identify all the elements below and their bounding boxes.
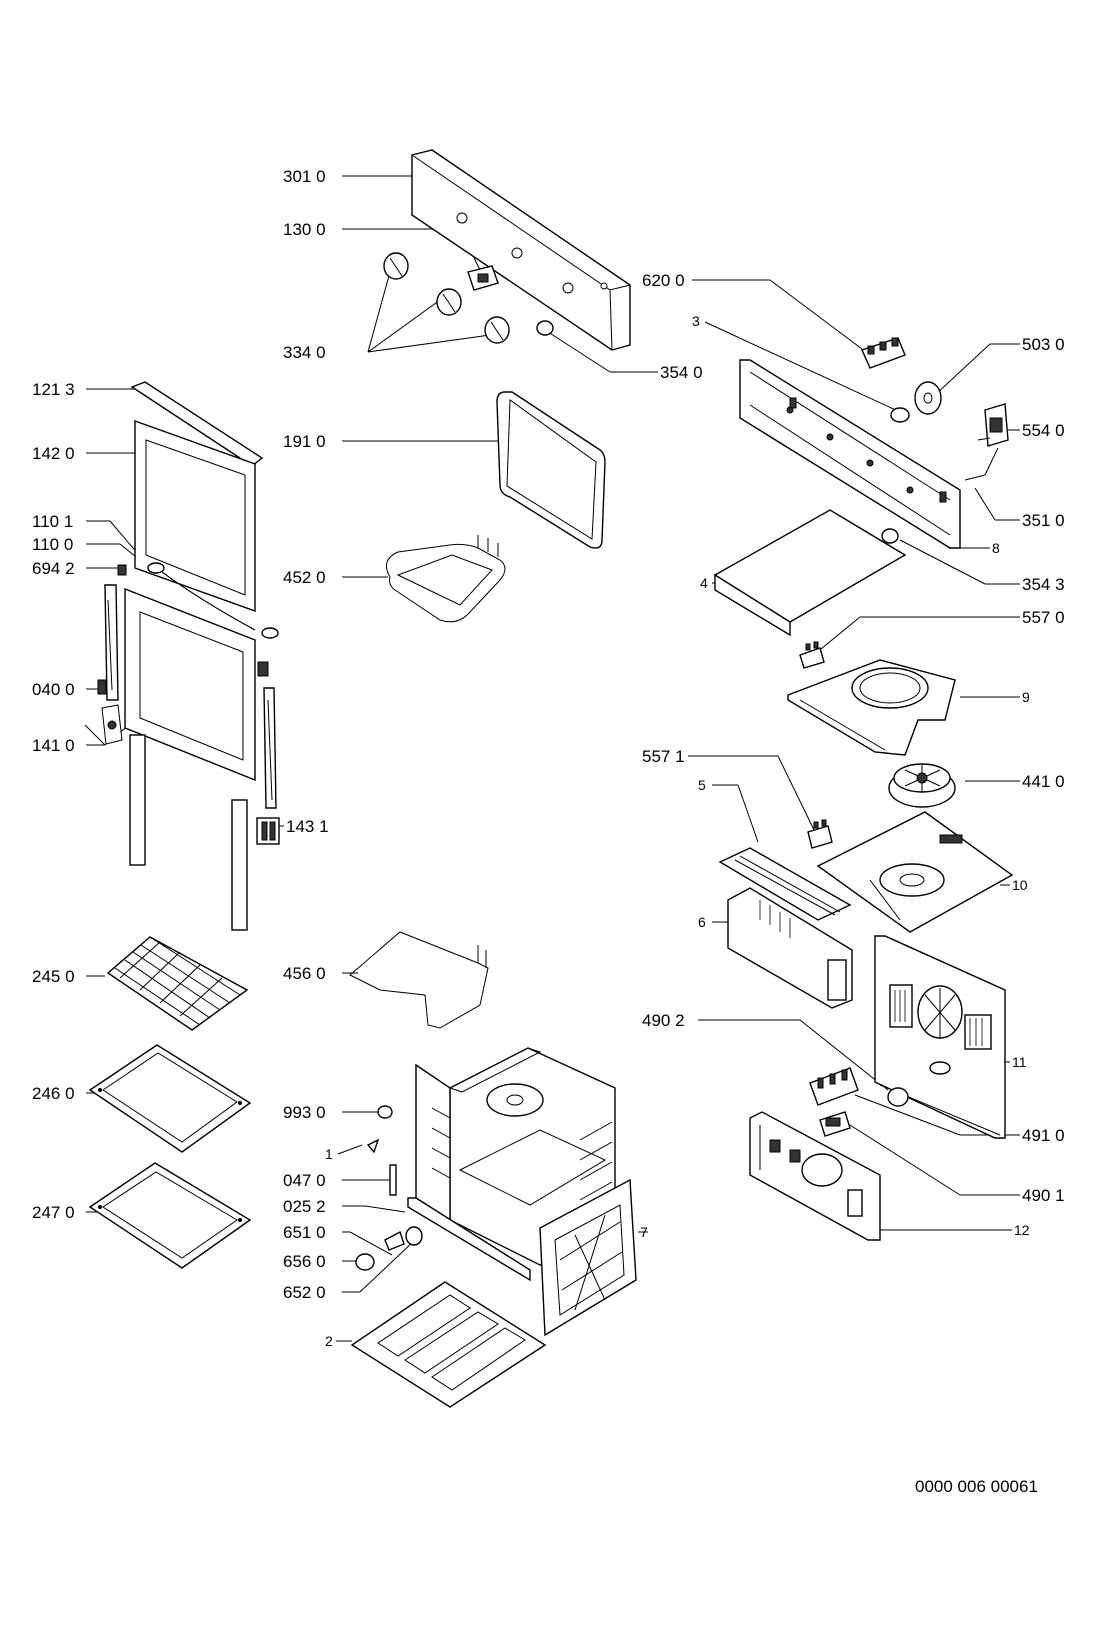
part-baking-tray [88,1044,252,1153]
label-557-0: 557 0 [1022,608,1065,627]
label-554-0: 554 0 [1022,421,1065,440]
part-connector-round [887,1087,909,1107]
label-651-0: 651 0 [283,1223,326,1242]
part-channel [718,847,852,921]
part-rear-panel [874,935,1006,1139]
label-110-0: 110 0 [32,535,73,554]
part-front-frame [739,359,961,549]
label-247-0: 247 0 [32,1203,75,1222]
part-thermal-cutout [799,641,825,669]
part-heating-element-bottom [349,931,489,1029]
label-8: 8 [992,540,1000,556]
label-694-2: 694 2 [32,559,75,578]
label-354-3: 354 3 [1022,575,1065,594]
label-503-0: 503 0 [1022,335,1065,354]
part-door-strip-right [231,799,248,931]
part-deep-tray [88,1162,252,1269]
leader-lines [84,175,1020,1342]
part-sensor [964,447,999,481]
part-lamp [536,320,554,336]
part-cavity-back [539,1178,637,1337]
label-620-0: 620 0 [642,271,685,290]
label-656-0: 656 0 [283,1252,326,1271]
part-bottom-plate [350,1281,547,1408]
part-door-top-profile [130,381,264,467]
label-334-0: 334 0 [283,343,326,362]
part-back-cover [749,1111,881,1241]
label-143-1: 143 1 [286,817,329,836]
part-side-duct [727,887,853,1009]
part-control-panel [411,149,631,351]
label-557-1: 557 1 [642,747,685,766]
parts [88,149,1014,1408]
label-490-2: 490 2 [642,1011,685,1030]
label-993-0: 993 0 [283,1103,326,1122]
label-3: 3 [692,313,700,329]
part-door-strip-left [129,734,146,866]
label-7: 7 [640,1224,648,1240]
label-121-3: 121 3 [32,380,75,399]
label-351-0: 351 0 [1022,511,1065,530]
part-fan-cover [787,659,956,756]
label-301-0: 301 0 [283,167,326,186]
label-191-0: 191 0 [283,432,326,451]
part-lamp-rear [881,528,899,544]
part-outer-glass [134,420,256,612]
label-9: 9 [1022,689,1030,705]
label-452-0: 452 0 [283,568,326,587]
part-hinge-left [97,584,123,745]
label-2: 2 [325,1333,333,1349]
label-456-0: 456 0 [283,964,326,983]
part-bracket [712,509,907,637]
part-timer-switch [861,337,906,369]
part-wire-rack [106,936,249,1031]
label-441-0: 441 0 [1022,772,1065,791]
part-terminal-block [809,1067,859,1106]
document-number: 0000 006 00061 [915,1477,1038,1496]
label-130-0: 130 0 [283,220,326,239]
part-fan-panel [816,811,1014,933]
part-switch [467,265,499,291]
part-hinge-cover-right [261,627,279,639]
label-141-0: 141 0 [32,736,75,755]
label-11: 11 [1012,1054,1027,1070]
label-652-0: 652 0 [283,1283,326,1302]
part-hinge-right [257,661,277,809]
label-246-0: 246 0 [32,1084,75,1103]
label-6: 6 [698,914,706,930]
label-10: 10 [1012,877,1028,893]
part-timer [914,381,942,415]
part-labels: 301 0 130 0 334 0 354 0 620 0 3 503 0 55… [32,167,1065,1349]
part-thermostat [977,403,1009,447]
part-hinge-cover-left [147,562,165,574]
label-040-0: 040 0 [32,680,75,699]
part-connector-block [819,1111,851,1137]
label-5: 5 [698,777,706,793]
part-door-gasket [496,391,606,549]
label-12: 12 [1014,1222,1030,1238]
part-inner-door [124,587,256,782]
label-1: 1 [325,1146,333,1162]
label-490-1: 490 1 [1022,1186,1065,1205]
label-047-0: 047 0 [283,1171,326,1190]
label-354-0: 354 0 [660,363,703,382]
part-heating-element-top [385,535,506,623]
label-4: 4 [700,575,708,591]
part-clip [117,564,127,576]
part-lamp-holder [890,407,910,423]
part-fan [888,763,956,808]
label-245-0: 245 0 [32,967,75,986]
part-door-latch [256,817,280,845]
label-491-0: 491 0 [1022,1126,1065,1145]
label-110-1: 110 1 [32,512,73,531]
label-025-2: 025 2 [283,1197,326,1216]
part-thermal-cutout-2 [807,819,833,849]
part-small-fittings [355,1105,423,1271]
label-142-0: 142 0 [32,444,75,463]
part-knobs [383,252,510,344]
